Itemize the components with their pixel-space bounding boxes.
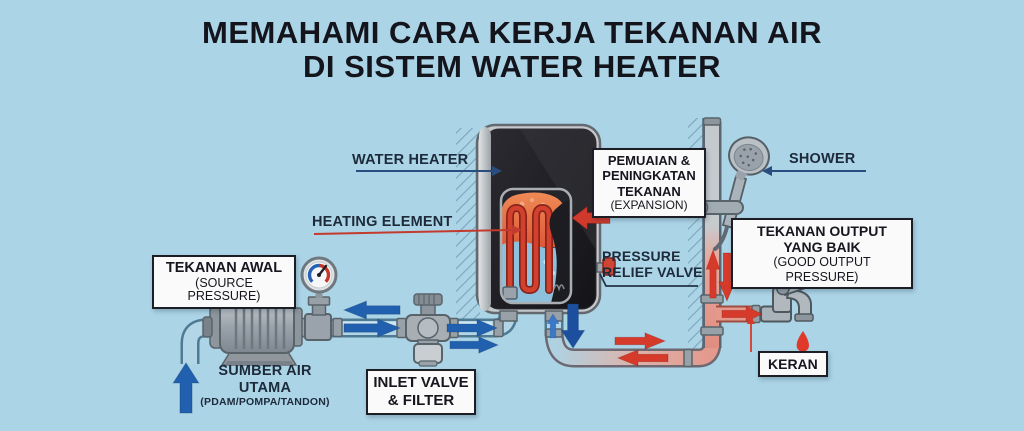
pressure-gauge-icon — [300, 256, 338, 341]
water-source-line1: SUMBER AIR — [218, 363, 312, 379]
water-source-line3: (PDAM/POMPA/TANDON) — [200, 396, 330, 409]
source-pressure-callout: TEKANAN AWAL (SOURCE PRESSURE) — [152, 255, 296, 310]
inlet-valve-filter-callout: INLET VALVE & FILTER — [366, 369, 476, 415]
pressure-relief-valve-label: PRESSURE RELIEF VALVE — [602, 248, 703, 280]
heating-element-label: HEATING ELEMENT — [312, 214, 453, 230]
pump-icon — [202, 289, 303, 366]
expansion-line2: PENINGKATAN — [602, 168, 696, 184]
output-line1: TEKANAN OUTPUT — [757, 223, 887, 239]
good-output-pressure-callout: TEKANAN OUTPUT YANG BAIK (GOOD OUTPUT PR… — [731, 218, 913, 289]
expansion-line1: PEMUAIAN & — [607, 153, 691, 168]
title-line1: MEMAHAMI CARA KERJA TEKANAN AIR — [202, 15, 822, 50]
faucet-label: KERAN — [768, 356, 818, 372]
inlet-valve-filter-icon — [405, 293, 451, 367]
source-pressure-line2: (SOURCE PRESSURE) — [187, 275, 261, 304]
heater-cutaway — [501, 189, 571, 303]
source-pressure-line1: TEKANAN AWAL — [165, 260, 283, 276]
title-line2: DI SISTEM WATER HEATER — [302, 49, 722, 85]
water-heater-label: WATER HEATER — [352, 152, 469, 168]
pressure-relief-valve-icon — [596, 257, 616, 276]
water-source-label: SUMBER AIR UTAMA (PDAM/POMPA/TANDON) — [194, 363, 336, 410]
output-line3: (GOOD OUTPUT PRESSURE) — [773, 255, 871, 284]
output-line2: YANG BAIK — [783, 239, 861, 256]
faucet-callout: KERAN — [758, 351, 828, 377]
inlet-line1: INLET VALVE — [373, 374, 469, 391]
water-heater-icon — [475, 123, 616, 322]
heating-coil-icon — [506, 204, 553, 296]
prv-line2: RELIEF VALVE — [602, 264, 703, 281]
expansion-line3: TEKANAN — [617, 183, 681, 199]
water-source-line2: UTAMA — [238, 379, 292, 396]
prv-line1: PRESSURE — [602, 248, 681, 264]
shower-label: SHOWER — [789, 151, 856, 167]
expansion-line4: (EXPANSION) — [610, 197, 688, 212]
hot-water-drop-icon — [796, 331, 809, 352]
expansion-callout: PEMUAIAN & PENINGKATAN TEKANAN (EXPANSIO… — [592, 148, 706, 218]
page-title: MEMAHAMI CARA KERJA TEKANAN AIR DI SISTE… — [0, 15, 1024, 85]
inlet-line2: & FILTER — [387, 392, 455, 409]
